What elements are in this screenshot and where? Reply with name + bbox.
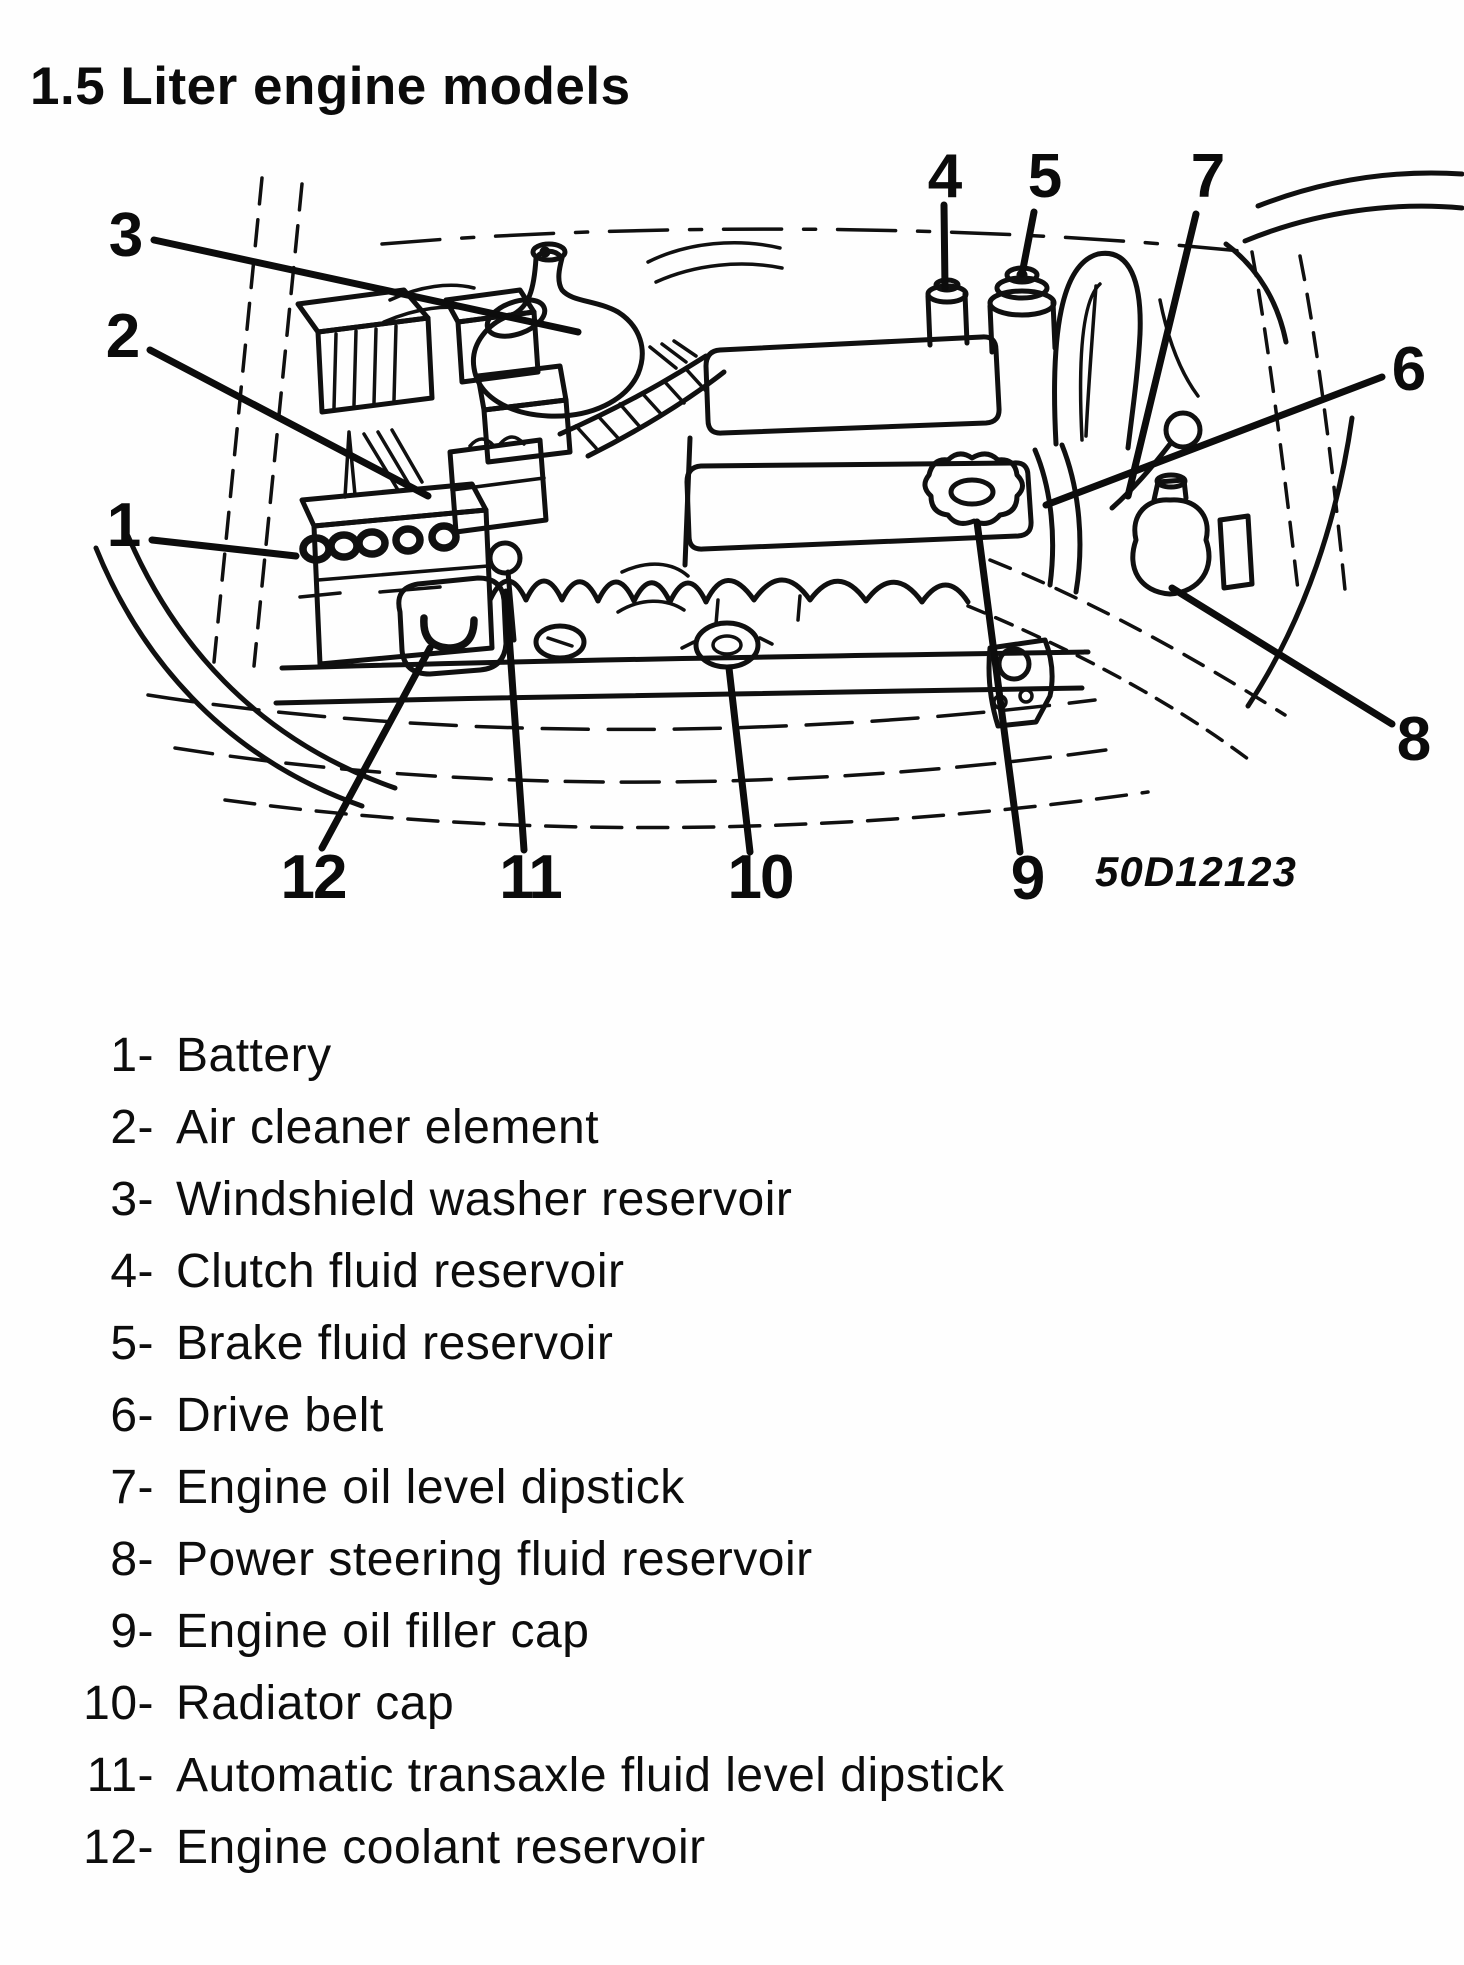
legend-item-number: 8- (110, 1533, 154, 1586)
legend-item: 11- Automatic transaxle fluid level dips… (42, 1740, 1004, 1812)
legend-item-number: 12- (83, 1821, 154, 1874)
legend-item-number: 10- (83, 1677, 154, 1730)
legend-item-number: 1- (110, 1029, 154, 1082)
legend-item-number: 5- (110, 1317, 154, 1370)
leader-line-1 (148, 536, 300, 560)
callout-number-5: 5 (1028, 142, 1061, 211)
legend-item: 9- Engine oil filler cap (42, 1596, 1004, 1668)
legend-item-number: 2- (110, 1101, 154, 1154)
leader-line-7 (1124, 210, 1200, 500)
engine-illustration (93, 170, 1464, 830)
callout-number-2: 2 (106, 302, 138, 371)
legend-item-label: Engine oil filler cap (176, 1605, 590, 1658)
leader-line-6 (1042, 373, 1386, 509)
legend-item-label: Brake fluid reservoir (176, 1317, 614, 1370)
callout-leader-lines (146, 201, 1396, 856)
legend-item-label: Drive belt (176, 1389, 384, 1442)
leader-line-9 (973, 518, 1024, 856)
callout-number-9: 9 (1011, 844, 1044, 913)
legend-item-number: 6- (110, 1389, 154, 1442)
battery-drawing (298, 428, 549, 667)
callout-number-4: 4 (928, 142, 963, 211)
engine-compartment-diagram: 1 2 3 4 5 6 7 8 9 10 11 12 50D12123 (93, 142, 1464, 913)
leader-line-8 (1168, 584, 1396, 728)
legend-item-label: Engine oil level dipstick (176, 1461, 685, 1514)
washer-reservoir-drawing (470, 241, 645, 419)
callout-number-10: 10 (728, 843, 793, 912)
legend-item-number: 7- (110, 1461, 154, 1514)
callout-number-3: 3 (109, 201, 142, 270)
leader-line-11 (502, 588, 528, 854)
page-title: 1.5 Liter engine models (30, 57, 631, 116)
legend-item: 10- Radiator cap (42, 1668, 1004, 1740)
legend-item: 6- Drive belt (42, 1380, 1004, 1452)
legend-item-number: 3- (110, 1173, 154, 1226)
callout-number-1: 1 (107, 491, 140, 560)
legend-item: 12- Engine coolant reservoir (42, 1812, 1004, 1884)
leader-line-5 (1018, 208, 1038, 278)
legend-item: 4- Clutch fluid reservoir (42, 1236, 1004, 1308)
callout-number-8: 8 (1397, 705, 1430, 774)
callout-number-11: 11 (499, 843, 561, 912)
legend-item-label: Battery (176, 1029, 332, 1082)
callout-number-12: 12 (281, 843, 346, 912)
legend-item: 8- Power steering fluid reservoir (42, 1524, 1004, 1596)
power-steering-reservoir-drawing (1130, 472, 1255, 597)
legend-item-label: Power steering fluid reservoir (176, 1533, 813, 1586)
legend-item-label: Windshield washer reservoir (176, 1173, 793, 1226)
callout-number-6: 6 (1392, 335, 1425, 404)
legend-item: 2- Air cleaner element (42, 1092, 1004, 1164)
leader-line-10 (725, 664, 754, 856)
legend-item-number: 9- (110, 1605, 154, 1658)
leader-line-2 (146, 346, 432, 500)
legend-item: 7- Engine oil level dipstick (42, 1452, 1004, 1524)
legend-item-number: 11- (86, 1749, 154, 1802)
legend-item-number: 4- (110, 1245, 154, 1298)
legend-item: 5- Brake fluid reservoir (42, 1308, 1004, 1380)
air-cleaner-drawing (295, 287, 727, 465)
legend-item-label: Engine coolant reservoir (176, 1821, 706, 1874)
hose-and-belt-drawing (1032, 250, 1203, 595)
leader-line-4 (940, 201, 949, 292)
legend-item-label: Automatic transaxle fluid level dipstick (176, 1749, 1005, 1802)
legend-item-label: Clutch fluid reservoir (176, 1245, 625, 1298)
legend: 1- Battery 2- Air cleaner element 3- Win… (42, 1020, 1004, 1884)
body-outline (93, 170, 1464, 830)
legend-item: 3- Windshield washer reservoir (42, 1164, 1004, 1236)
legend-item-label: Air cleaner element (176, 1101, 600, 1154)
legend-item: 1- Battery (42, 1020, 1004, 1092)
callout-number-7: 7 (1191, 142, 1223, 211)
legend-item-label: Radiator cap (176, 1677, 455, 1730)
engine-cover-drawing (487, 334, 1034, 614)
callout-numbers: 1 2 3 4 5 6 7 8 9 10 11 12 (106, 142, 1432, 913)
leader-line-3 (150, 236, 582, 336)
figure-code: 50D12123 (1095, 848, 1297, 895)
leader-line-12 (318, 644, 434, 852)
